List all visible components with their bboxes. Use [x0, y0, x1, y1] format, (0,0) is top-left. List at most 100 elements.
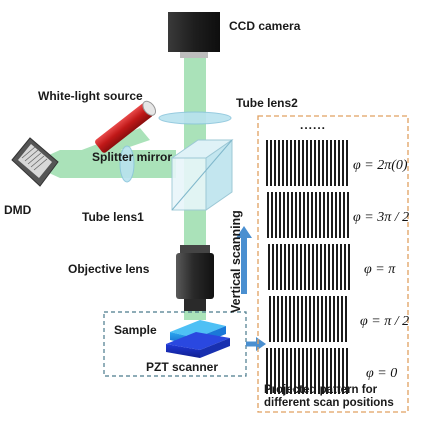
- fringe-stripe: [321, 296, 323, 342]
- fringe-stripe: [329, 296, 331, 342]
- fringe-stripe: [342, 140, 344, 186]
- fringe-stripe: [298, 140, 300, 186]
- tube-lens1-label: Tube lens1: [82, 210, 144, 224]
- white-light-label: White-light source: [38, 89, 143, 103]
- fringe-stripe: [290, 348, 292, 394]
- fringe-stripe: [344, 244, 346, 290]
- fringe-stripe: [294, 140, 296, 186]
- fringe-stripe: [284, 244, 286, 290]
- fringe-block: [266, 296, 350, 342]
- fringe-stripe: [282, 140, 284, 186]
- fringe-stripe: [285, 296, 287, 342]
- fringe-stripe: [336, 244, 338, 290]
- fringe-stripe: [305, 296, 307, 342]
- fringe-stripe: [304, 244, 306, 290]
- fringe-stripe: [287, 192, 289, 238]
- fringe-stripe: [315, 192, 317, 238]
- fringe-stripe: [302, 140, 304, 186]
- fringe-stripe: [293, 296, 295, 342]
- fringe-stripe: [276, 244, 278, 290]
- fringe-stripe: [337, 296, 339, 342]
- fringe-stripe: [317, 296, 319, 342]
- fringe-stripe: [273, 296, 275, 342]
- pattern-panel: [257, 115, 409, 413]
- fringe-stripe: [279, 192, 281, 238]
- fringe-stripe: [295, 192, 297, 238]
- fringe-stripe: [271, 192, 273, 238]
- fringe-stripe: [290, 140, 292, 186]
- fringe-block: [266, 192, 350, 238]
- fringe-stripe: [343, 192, 345, 238]
- fringe-block: [266, 140, 350, 186]
- fringe-stripe: [331, 192, 333, 238]
- objective-lens-label: Objective lens: [68, 262, 150, 276]
- fringe-stripe: [326, 140, 328, 186]
- fringe-stripe: [294, 348, 296, 394]
- fringe-stripe: [306, 348, 308, 394]
- sample-label: Sample: [114, 323, 157, 337]
- vertical-scanning-label: Vertical scanning: [229, 210, 243, 313]
- fringe-stripe: [281, 296, 283, 342]
- fringe-stripe: [322, 140, 324, 186]
- fringe-stripe: [270, 348, 272, 394]
- fringe-stripe: [323, 192, 325, 238]
- fringe-stripe: [339, 192, 341, 238]
- fringe-stripe: [286, 348, 288, 394]
- fringe-stripe: [268, 244, 270, 290]
- fringe-stripe: [299, 192, 301, 238]
- fringe-stripe: [332, 244, 334, 290]
- fringe-stripe: [326, 348, 328, 394]
- white-light-source-icon: [95, 100, 157, 153]
- fringe-stripe: [324, 244, 326, 290]
- fringe-stripe: [286, 140, 288, 186]
- fringe-stripe: [334, 348, 336, 394]
- dmd-icon: [11, 137, 59, 187]
- tube-lens2-icon: [158, 111, 232, 125]
- fringe-stripe: [342, 348, 344, 394]
- pattern-caption-line1: Projected pattern for: [264, 384, 378, 396]
- fringe-stripe: [346, 348, 348, 394]
- continuation-dots: ......: [300, 118, 327, 132]
- fringe-stripe: [297, 296, 299, 342]
- tube-lens2-label: Tube lens2: [236, 96, 298, 110]
- fringe-stripe: [308, 244, 310, 290]
- splitter-mirror-label: Splitter mirror: [92, 150, 173, 164]
- vertical-scan-arrow: [241, 236, 247, 294]
- fringe-stripe: [301, 296, 303, 342]
- fringe-stripe: [291, 192, 293, 238]
- fringe-stripe: [347, 192, 349, 238]
- fringe-stripe: [338, 348, 340, 394]
- fringe-block: [266, 348, 350, 394]
- fringe-stripe: [345, 296, 347, 342]
- tube-lens1-icon: [119, 145, 135, 183]
- fringe-stripe: [309, 296, 311, 342]
- pattern-caption-line2: different scan positions: [264, 397, 394, 409]
- fringe-patterns: [266, 140, 350, 394]
- ccd-camera-icon: [168, 12, 220, 58]
- fringe-stripe: [296, 244, 298, 290]
- fringe-stripe: [341, 296, 343, 342]
- fringe-stripe: [311, 192, 313, 238]
- fringe-stripe: [327, 192, 329, 238]
- pzt-scanner-label: PZT scanner: [146, 360, 219, 374]
- fringe-stripe: [328, 244, 330, 290]
- fringe-stripe: [306, 140, 308, 186]
- fringe-stripe: [320, 244, 322, 290]
- fringe-stripe: [283, 192, 285, 238]
- dmd-label: DMD: [4, 203, 32, 217]
- fringe-stripe: [313, 296, 315, 342]
- sample-stage-box: [103, 311, 247, 377]
- fringe-stripe: [277, 296, 279, 342]
- fringe-stripe: [267, 192, 269, 238]
- fringe-stripe: [300, 244, 302, 290]
- fringe-stripe: [270, 140, 272, 186]
- fringe-stripe: [330, 140, 332, 186]
- fringe-stripe: [318, 348, 320, 394]
- sample-pzt-icon: [166, 320, 230, 358]
- fringe-stripe: [266, 140, 268, 186]
- fringe-block: [266, 244, 350, 290]
- phase-label: φ = 2π(0): [353, 158, 408, 173]
- fringe-stripe: [289, 296, 291, 342]
- fringe-stripe: [314, 348, 316, 394]
- fringe-stripe: [272, 244, 274, 290]
